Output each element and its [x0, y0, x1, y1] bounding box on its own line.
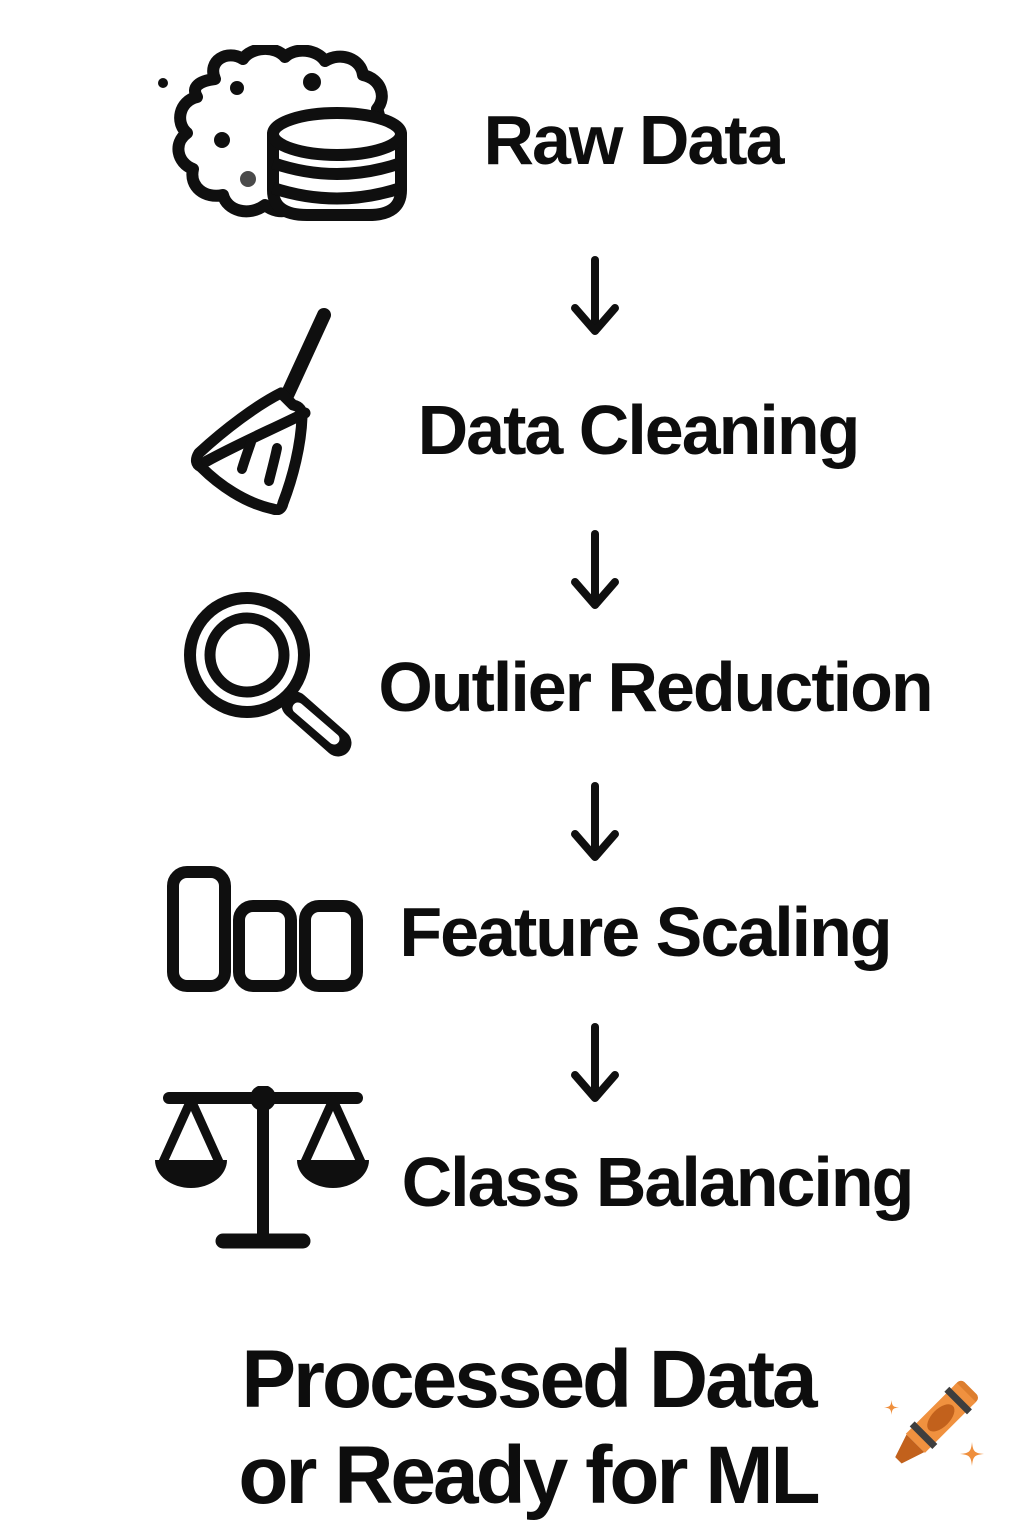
crayon-emoji-icon [870, 1366, 996, 1492]
magnifying-glass-icon [183, 583, 355, 763]
result-line-1: Processed Data [241, 1334, 817, 1425]
raw-data-database-icon [155, 45, 413, 230]
result-line-2: or Ready for ML [238, 1430, 820, 1521]
broom-icon [185, 305, 335, 515]
down-arrow-icon [570, 256, 620, 341]
down-arrow-icon [570, 1023, 620, 1108]
balance-scale-icon [153, 1086, 393, 1258]
step-label-class-balancing: Class Balancing [401, 1143, 915, 1221]
bar-chart-icon [166, 865, 364, 993]
down-arrow-icon [570, 530, 620, 615]
step-label-raw-data: Raw Data [483, 101, 784, 179]
step-label-data-cleaning: Data Cleaning [417, 391, 861, 469]
step-label-feature-scaling: Feature Scaling [399, 893, 892, 971]
step-label-outlier-reduction: Outlier Reduction [378, 648, 933, 726]
down-arrow-icon [570, 782, 620, 867]
